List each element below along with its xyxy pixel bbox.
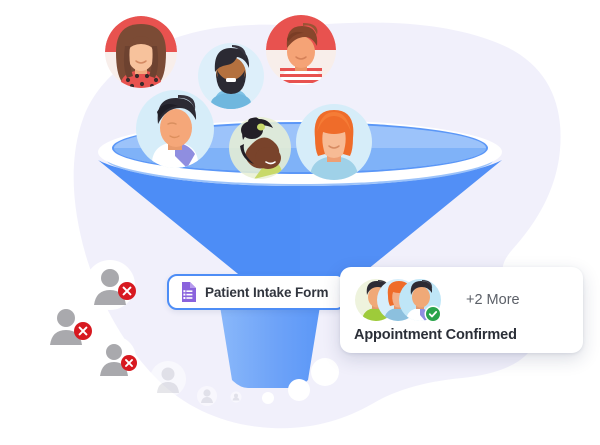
rejected-avatar-2 bbox=[41, 300, 92, 350]
check-circle-icon bbox=[424, 305, 442, 322]
patient-avatar-dark-hair-man bbox=[136, 90, 214, 168]
funnel-graphic bbox=[98, 120, 502, 388]
patient-intake-form-label: Patient Intake Form bbox=[205, 284, 329, 300]
dropout-dot-tiny-b bbox=[288, 379, 310, 401]
dropout-avatar-large bbox=[150, 361, 186, 397]
patient-avatar-man-stripes bbox=[266, 15, 336, 85]
funnel-pool-shade bbox=[114, 148, 486, 172]
appointment-status-label: Appointment Confirmed bbox=[354, 327, 517, 343]
dropout-dot-tiny bbox=[262, 392, 274, 404]
confirmed-avatar-group bbox=[354, 278, 450, 322]
appointment-confirmed-card[interactable]: +2 More Appointment Confirmed bbox=[340, 267, 583, 353]
dropout-dot-tiny-c bbox=[311, 358, 339, 386]
rejected-avatar-3 bbox=[92, 336, 137, 380]
rejected-avatar-1 bbox=[85, 260, 136, 310]
document-form-icon bbox=[182, 282, 196, 302]
patient-avatar-red-hair-woman bbox=[296, 104, 372, 180]
dropout-avatar-small bbox=[230, 391, 242, 403]
funnel-bowl bbox=[98, 160, 502, 300]
funnel-bowl-shade bbox=[300, 160, 502, 300]
x-badge-2 bbox=[74, 322, 92, 340]
appointment-card-top-row: +2 More bbox=[354, 278, 569, 322]
funnel-stem bbox=[219, 300, 321, 388]
dropout-avatar-medium bbox=[197, 386, 217, 406]
x-badge-3 bbox=[121, 355, 137, 371]
appointment-more-count: +2 More bbox=[466, 292, 520, 308]
patient-avatar-woman-polkadot bbox=[105, 16, 177, 88]
x-badge-1 bbox=[118, 282, 136, 300]
patient-avatar-bearded-man bbox=[198, 43, 264, 109]
patient-intake-form-pill[interactable]: Patient Intake Form bbox=[167, 274, 347, 310]
patient-avatar-bun-woman bbox=[229, 117, 291, 179]
